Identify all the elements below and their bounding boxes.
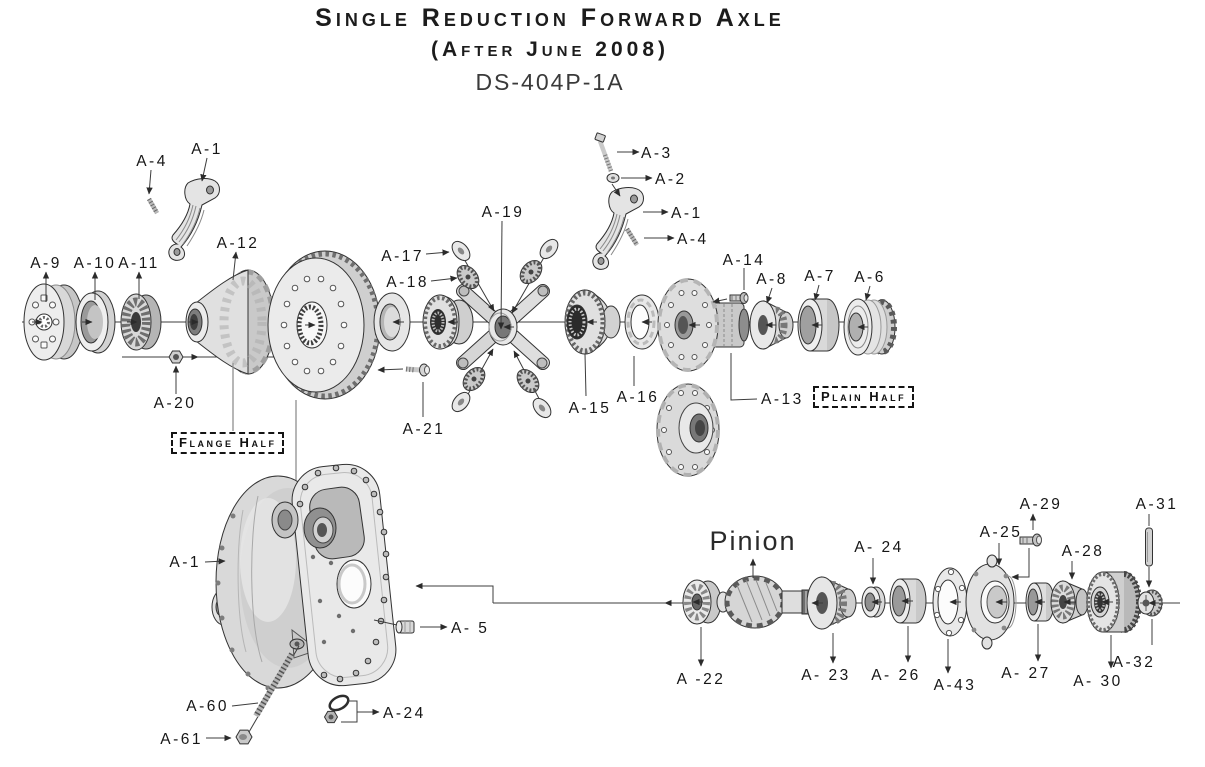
part-a18-diff-pinion-gears	[456, 259, 543, 394]
part-a32-gear	[1137, 589, 1163, 617]
model-number: DS-404P-1A	[475, 69, 625, 95]
part-a16-thrust-washer	[624, 294, 660, 350]
part-a61-nut	[235, 729, 253, 745]
label-a4-pin-left: A-4	[136, 153, 168, 170]
label-a24-pinion: A- 24	[854, 539, 904, 556]
label-a30: A- 30	[1073, 673, 1123, 690]
part-a1-carrier-housing	[211, 463, 397, 691]
label-a24-housing: A-24	[383, 705, 426, 722]
label-a14: A-14	[723, 252, 766, 269]
bearing-cap	[168, 178, 220, 261]
part-a15-side-gear	[564, 289, 621, 355]
part-a17-thrust-washers	[451, 238, 559, 419]
plain-half-callout: Plain Half	[813, 386, 915, 408]
assembly-direction-arrows	[32, 318, 1159, 607]
label-a8: A-8	[756, 271, 788, 288]
label-a27: A- 27	[1001, 665, 1051, 682]
cap-washer	[606, 173, 620, 183]
drawing-header: Single Reduction Forward Axle (After Jun…	[0, 4, 1100, 96]
label-a6: A-6	[854, 269, 886, 286]
part-a12-flange-half-case	[185, 269, 276, 375]
label-a43: A-43	[934, 677, 977, 694]
label-a60: A-60	[186, 698, 229, 715]
part-a6-adjusting-nut	[843, 298, 897, 356]
label-a1-cap-right: A-1	[671, 205, 703, 222]
bearing-cap-right	[592, 187, 644, 270]
part-a13-plain-half-case-view2	[656, 383, 720, 477]
dowel-pin-left	[147, 197, 159, 215]
label-a61: A-61	[160, 731, 203, 748]
part-a24-oring-and-nut	[323, 694, 350, 724]
label-a18: A-18	[386, 274, 429, 291]
label-a32: A-32	[1113, 654, 1156, 671]
part-side-gear-left	[422, 294, 474, 350]
page-title: Single Reduction Forward Axle	[315, 4, 785, 32]
part-labels: A-9 A-10 A-11 A-12 A-1 A-4 A-3 A-2 A-1 A…	[30, 141, 1179, 748]
part-a31-pin	[1145, 527, 1153, 567]
cap-bolt	[594, 132, 614, 172]
part-a14-case-bolt	[729, 292, 749, 304]
label-a5: A- 5	[451, 620, 489, 637]
part-thrust-washer-left	[373, 292, 411, 352]
label-a28: A-28	[1062, 543, 1105, 560]
label-a3: A-3	[641, 145, 673, 162]
label-a7: A-7	[804, 268, 836, 285]
label-a12: A-12	[217, 235, 260, 252]
part-a30-helical-gear	[1086, 571, 1142, 633]
label-a31: A-31	[1136, 496, 1179, 513]
part-a60-stud	[248, 645, 300, 733]
label-a20: A-20	[154, 395, 197, 412]
label-a11: A-11	[118, 255, 160, 272]
label-a29: A-29	[1020, 496, 1063, 513]
label-a1-housing: A-1	[169, 554, 201, 571]
label-a19: A-19	[482, 204, 525, 221]
label-a25: A-25	[980, 524, 1023, 541]
label-a10: A-10	[74, 255, 117, 272]
dowel-pin-right	[625, 227, 639, 247]
part-a20-nut	[168, 350, 184, 364]
part-a24-washer-ring	[861, 586, 886, 618]
part-a25-bearing-cage	[965, 554, 1017, 650]
part-a29-bolt	[1019, 533, 1042, 547]
label-a16: A-16	[617, 389, 660, 406]
label-pinion: Pinion	[709, 526, 796, 556]
part-a10-bearing-cup	[75, 290, 116, 354]
label-a9: A-9	[30, 255, 62, 272]
label-a1-cap-left: A-1	[191, 141, 223, 158]
label-leader-lines	[42, 148, 1153, 742]
label-a17: A-17	[381, 248, 424, 265]
label-a23: A- 23	[801, 667, 851, 684]
pinion-to-housing-leader	[415, 582, 494, 603]
label-a21: A-21	[403, 421, 446, 438]
label-a15: A-15	[569, 400, 612, 417]
part-a13-plain-half-case	[657, 278, 750, 372]
label-a13: A-13	[761, 391, 804, 408]
label-a22: A -22	[677, 671, 726, 688]
label-a26: A- 26	[871, 667, 921, 684]
part-a5-plug	[395, 620, 415, 634]
label-a4-pin-right: A-4	[677, 231, 709, 248]
page-subtitle: (After June 2008)	[430, 38, 670, 61]
part-ring-gear	[267, 250, 381, 400]
part-a21-ring-gear-bolt	[405, 363, 430, 377]
flange-half-callout: Flange Half	[171, 432, 285, 454]
label-a2: A-2	[655, 171, 687, 188]
